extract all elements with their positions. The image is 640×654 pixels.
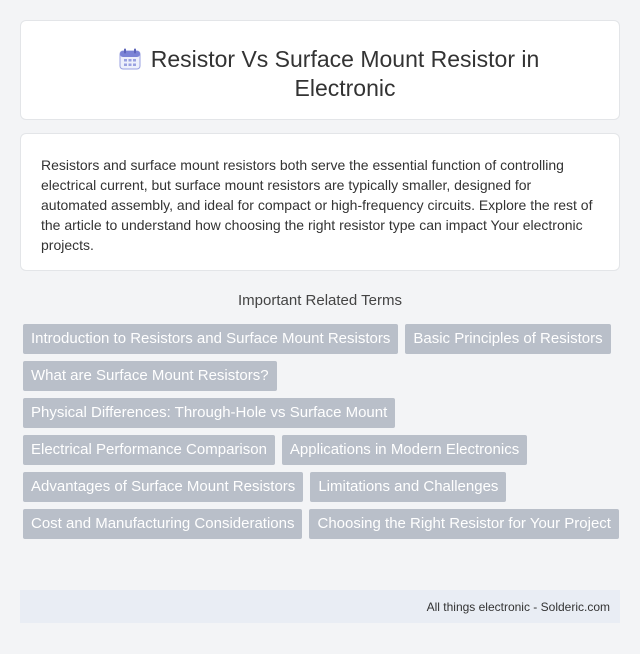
related-terms-list: Introduction to Resistors and Surface Mo… (23, 324, 623, 539)
calendar-icon (119, 48, 141, 70)
title-card: Resistor Vs Surface Mount Resistor in El… (20, 20, 620, 120)
related-term-tag[interactable]: Choosing the Right Resistor for Your Pro… (309, 509, 619, 539)
intro-paragraph: Resistors and surface mount resistors bo… (41, 157, 593, 253)
intro-card: Resistors and surface mount resistors bo… (20, 133, 620, 271)
related-term-tag[interactable]: Basic Principles of Resistors (405, 324, 611, 354)
page-title: Resistor Vs Surface Mount Resistor in El… (150, 46, 540, 101)
related-term-tag[interactable]: Electrical Performance Comparison (23, 435, 275, 465)
related-term-tag[interactable]: What are Surface Mount Resistors? (23, 361, 277, 391)
related-term-tag[interactable]: Physical Differences: Through-Hole vs Su… (23, 398, 396, 428)
related-term-tag[interactable]: Applications in Modern Electronics (281, 435, 528, 465)
related-term-tag[interactable]: Introduction to Resistors and Surface Mo… (23, 324, 399, 354)
footer-text: All things electronic - Solderic.com (426, 600, 610, 614)
related-term-tag[interactable]: Limitations and Challenges (310, 472, 507, 502)
footer: All things electronic - Solderic.com (20, 590, 620, 623)
related-term-tag[interactable]: Advantages of Surface Mount Resistors (23, 472, 304, 502)
related-term-tag[interactable]: Cost and Manufacturing Considerations (23, 509, 303, 539)
related-terms-heading: Important Related Terms (238, 292, 402, 309)
